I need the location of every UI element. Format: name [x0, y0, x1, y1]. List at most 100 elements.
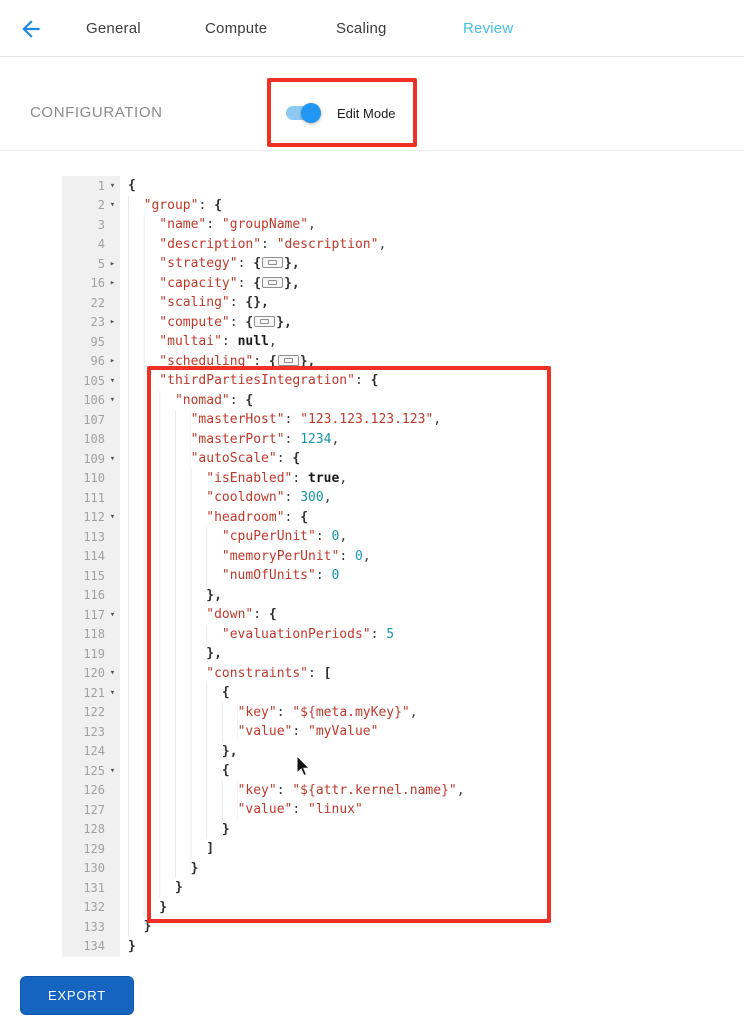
code-line[interactable]: "scaling": {}, [120, 293, 744, 313]
fold-toggle-icon[interactable]: ▾ [109, 609, 116, 620]
collapsed-code-icon[interactable] [262, 276, 284, 288]
code-line[interactable]: "multai": null, [120, 332, 744, 352]
gutter-line: 114 [62, 547, 120, 567]
fold-toggle-icon[interactable]: ▾ [109, 687, 116, 698]
line-number: 23 [90, 315, 105, 330]
code-token: : [276, 704, 293, 720]
code-line[interactable]: "value": "linux" [120, 800, 744, 820]
fold-toggle-icon[interactable]: ▾ [109, 453, 116, 464]
gutter-line: 16▸ [62, 274, 120, 294]
collapsed-code-icon[interactable] [262, 257, 284, 268]
tab-compute[interactable]: Compute [205, 20, 268, 37]
code-line[interactable]: "thirdPartiesIntegration": { [120, 371, 744, 391]
line-number: 95 [90, 334, 105, 349]
code-token: "value" [237, 802, 293, 817]
code-line[interactable]: "scheduling": {}, [120, 351, 744, 371]
code-token: : [198, 197, 215, 213]
code-token: { [292, 451, 301, 466]
code-line[interactable]: "key": "${attr.kernel.name}", [120, 780, 744, 800]
export-button[interactable]: EXPORT [20, 976, 134, 1015]
fold-toggle-icon[interactable]: ▸ [109, 278, 116, 289]
tab-scaling[interactable]: Scaling [336, 20, 387, 37]
code-token: : [284, 431, 301, 447]
line-number: 121 [83, 685, 105, 700]
code-line[interactable]: "constraints": [ [120, 663, 744, 683]
code-line[interactable]: } [120, 937, 744, 957]
code-line[interactable]: ] [120, 839, 744, 859]
code-line[interactable]: "nomad": { [120, 390, 744, 410]
code-line[interactable]: "memoryPerUnit": 0, [120, 546, 744, 566]
code-line[interactable]: "description": "description", [120, 234, 744, 254]
edit-mode-toggle-thumb[interactable] [301, 103, 321, 123]
code-token: } [143, 919, 152, 934]
fold-toggle-icon[interactable]: ▾ [109, 375, 116, 386]
code-line[interactable]: } [120, 858, 744, 878]
code-line[interactable]: }, [120, 741, 744, 761]
indent-guide [128, 722, 238, 742]
code-line[interactable]: "cpuPerUnit": 0, [120, 527, 744, 547]
tab-general[interactable]: General [86, 20, 141, 37]
code-line[interactable]: } [120, 897, 744, 917]
back-arrow-icon[interactable] [18, 16, 44, 42]
code-line[interactable]: "numOfUnits": 0 [120, 566, 744, 586]
code-line[interactable]: "masterPort": 1234, [120, 429, 744, 449]
indent-guide [128, 897, 160, 917]
code-line[interactable]: } [120, 878, 744, 898]
code-line[interactable]: }, [120, 585, 744, 605]
line-number: 115 [83, 568, 105, 583]
gutter-line: 121 ▾ [62, 683, 120, 703]
code-token: "autoScale" [190, 451, 277, 466]
code-token: 0 [331, 529, 340, 544]
fold-toggle-icon[interactable]: ▾ [109, 512, 116, 523]
code-line[interactable]: } [120, 819, 744, 839]
code-line[interactable]: "key": "${meta.myKey}", [120, 702, 744, 722]
line-number: 126 [83, 783, 105, 798]
fold-toggle-icon[interactable]: ▾ [109, 180, 116, 191]
gutter-line: 124 [62, 742, 120, 762]
code-line[interactable]: "autoScale": { [120, 449, 744, 469]
line-number: 127 [83, 802, 105, 817]
code-token: "masterHost" [190, 412, 285, 427]
fold-toggle-icon[interactable]: ▾ [109, 765, 116, 776]
collapsed-code-icon[interactable] [254, 315, 276, 327]
code-line[interactable]: "value": "myValue" [120, 722, 744, 742]
code-token: }, [276, 314, 292, 330]
gutter-line: 108 [62, 430, 120, 450]
indent-guide [128, 917, 144, 937]
code-line[interactable]: { [120, 761, 744, 781]
fold-toggle-icon[interactable]: ▾ [109, 200, 116, 211]
code-token: , [308, 217, 316, 232]
code-line[interactable]: "evaluationPeriods": 5 [120, 624, 744, 644]
fold-toggle-icon[interactable]: ▸ [109, 317, 116, 328]
code-line[interactable]: "compute": {}, [120, 312, 744, 332]
collapsed-code-icon[interactable] [277, 354, 299, 366]
code-line[interactable]: "strategy": {}, [120, 254, 744, 274]
fold-toggle-icon[interactable]: ▸ [109, 258, 116, 269]
line-number: 124 [83, 744, 105, 759]
code-line[interactable]: { [120, 176, 744, 196]
code-line[interactable]: "down": { [120, 605, 744, 625]
editor-code[interactable]: {"group": {"name": "groupName","descript… [120, 176, 744, 957]
code-line[interactable]: "headroom": { [120, 507, 744, 527]
code-token: [ [323, 665, 332, 681]
code-line[interactable]: "capacity": {}, [120, 273, 744, 293]
code-token: { [245, 314, 254, 330]
code-line[interactable]: } [120, 917, 744, 937]
fold-toggle-icon[interactable]: ▸ [109, 356, 116, 367]
code-token: 1234 [300, 431, 332, 447]
fold-toggle-icon[interactable]: ▾ [109, 668, 116, 679]
line-number: 116 [83, 588, 105, 603]
code-line[interactable]: "cooldown": 300, [120, 488, 744, 508]
fold-toggle-icon[interactable]: ▾ [109, 395, 116, 406]
code-line[interactable]: { [120, 683, 744, 703]
code-line[interactable]: }, [120, 644, 744, 664]
code-line[interactable]: "isEnabled": true, [120, 468, 744, 488]
line-number: 107 [83, 412, 105, 427]
code-line[interactable]: "name": "groupName", [120, 215, 744, 235]
tab-review[interactable]: Review [463, 20, 514, 37]
code-line[interactable]: "masterHost": "123.123.123.123", [120, 410, 744, 430]
indent-guide [128, 195, 144, 215]
code-token: true [308, 470, 340, 486]
code-line[interactable]: "group": { [120, 195, 744, 215]
